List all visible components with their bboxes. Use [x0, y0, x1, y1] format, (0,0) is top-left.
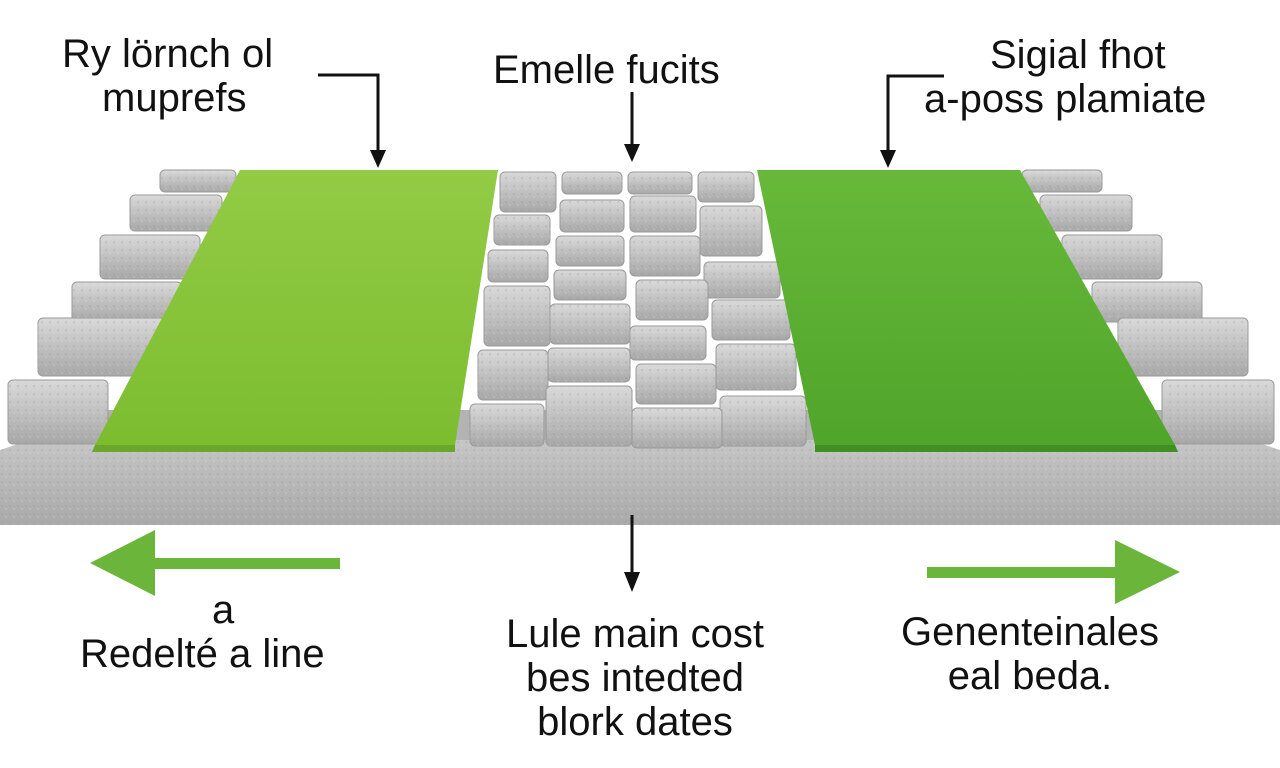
center-paver	[477, 349, 549, 401]
label-bottom-center: Lule main cost bes intedted blork dates	[450, 612, 820, 744]
label-top-left-line-2: muprefs	[102, 76, 247, 120]
pointer-top-right	[880, 74, 944, 168]
label-bottom-center-line-3: blork dates	[537, 700, 733, 744]
arrow-left-green	[90, 530, 340, 596]
left-paver	[159, 169, 237, 193]
arrow-right-green	[927, 540, 1180, 604]
label-bottom-right-line-1: Genenteinales	[901, 610, 1159, 654]
center-paver	[629, 195, 697, 233]
left-paver	[37, 317, 169, 377]
label-top-right-line-1: Sigial fhot	[990, 33, 1166, 77]
right-paver	[1091, 281, 1203, 323]
center-paver	[635, 279, 709, 321]
label-top-center-line-1: Emelle fucits	[493, 48, 720, 92]
center-paver	[629, 325, 707, 361]
center-paver	[469, 403, 545, 447]
label-bottom-left: a Redelté a line	[80, 588, 390, 676]
center-paver	[499, 171, 557, 213]
right-paver	[1061, 234, 1163, 280]
label-top-left: Ry lörnch ol muprefs	[62, 32, 273, 120]
right-paver	[1021, 169, 1103, 193]
center-paver	[699, 205, 763, 257]
label-top-left-line-1: Ry lörnch ol	[62, 32, 274, 76]
right-paver	[1161, 379, 1275, 445]
left-paver	[99, 234, 201, 280]
green-lane-left	[92, 170, 498, 452]
center-paver	[711, 299, 791, 341]
center-paver	[697, 171, 755, 203]
center-paver	[719, 395, 807, 447]
center-paver	[555, 235, 625, 267]
center-paver	[627, 171, 693, 195]
center-paver	[483, 285, 551, 347]
center-paver-grid	[469, 171, 807, 449]
center-paver	[487, 249, 549, 283]
green-lane-right	[757, 170, 1178, 452]
center-paver	[629, 235, 701, 277]
label-bottom-right: Genenteinales eal beda.	[860, 610, 1200, 698]
center-paver	[545, 385, 633, 447]
label-top-center: Emelle fucits	[493, 48, 720, 92]
right-paver	[1117, 317, 1249, 377]
pointer-bottom-center	[624, 515, 640, 592]
label-bottom-center-line-2: bes intedted	[526, 656, 744, 700]
right-paver	[1039, 194, 1133, 232]
left-edge-pavers	[7, 169, 237, 445]
label-bottom-left-line-1: a	[212, 588, 235, 632]
center-paver	[547, 347, 631, 383]
center-paver	[561, 171, 623, 195]
center-paver	[559, 199, 625, 233]
right-edge-pavers	[1021, 169, 1275, 445]
center-paver	[631, 407, 723, 449]
center-paver	[715, 343, 797, 391]
center-paver	[635, 363, 717, 405]
label-bottom-center-line-1: Lule main cost	[506, 612, 764, 656]
label-top-right-line-2: a-poss plamiate	[924, 77, 1207, 121]
label-bottom-left-line-2: Redelté a line	[80, 632, 325, 676]
pointer-top-left	[318, 73, 386, 168]
label-top-right: Sigial fhot a-poss plamiate	[924, 33, 1206, 121]
left-paver	[129, 194, 223, 232]
left-paver	[7, 379, 109, 445]
label-bottom-right-line-2: eal beda.	[947, 654, 1113, 698]
center-paver	[549, 303, 631, 345]
center-paver	[493, 214, 551, 246]
center-paver	[553, 269, 627, 301]
pointer-top-center	[624, 92, 640, 162]
center-paver	[703, 261, 781, 299]
